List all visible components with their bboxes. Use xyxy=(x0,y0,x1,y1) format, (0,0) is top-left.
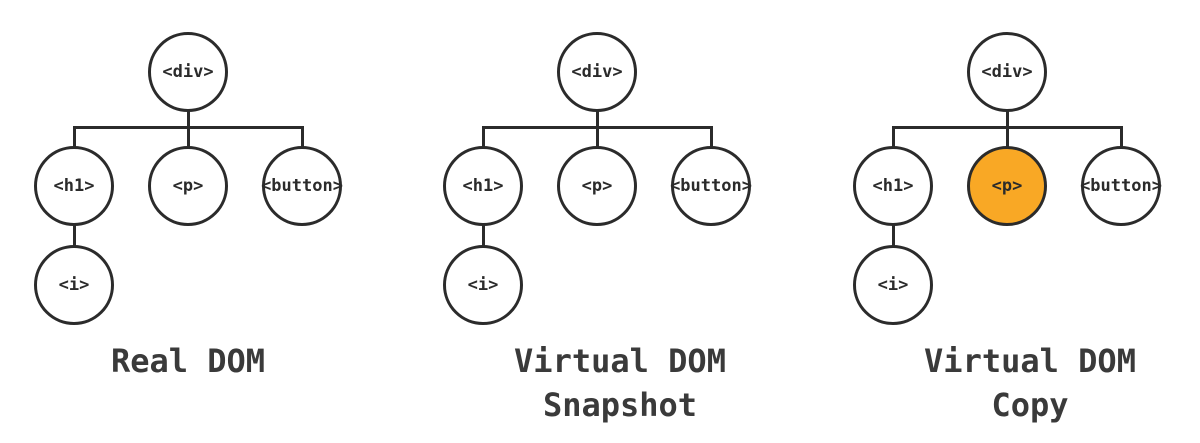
connector-stub-right xyxy=(709,125,713,150)
node-button: <button> xyxy=(1080,146,1162,226)
tree-label-real-dom: Real DOM xyxy=(28,339,348,383)
connector-root-drop xyxy=(1005,110,1009,148)
connector-h1-to-i xyxy=(481,222,485,248)
connector-root-drop xyxy=(595,110,599,148)
connector-horizontal-bar xyxy=(891,125,1123,129)
node-label: <div> xyxy=(162,62,214,82)
node-label: <h1> xyxy=(872,176,914,196)
connector-stub-left xyxy=(891,125,895,150)
node-label: <button> xyxy=(261,176,343,196)
node-p-highlighted: <p> xyxy=(967,146,1047,226)
connector-stub-left xyxy=(481,125,485,150)
node-div: <div> xyxy=(967,32,1047,112)
node-label: <div> xyxy=(571,62,623,82)
node-label: <h1> xyxy=(462,176,504,196)
connector-h1-to-i xyxy=(891,222,895,248)
node-label: <div> xyxy=(981,62,1033,82)
node-label: <i> xyxy=(467,275,499,295)
connector-root-drop xyxy=(186,110,190,148)
node-p: <p> xyxy=(148,146,228,226)
node-button: <button> xyxy=(670,146,752,226)
node-label: <i> xyxy=(877,275,909,295)
node-label: <p> xyxy=(991,176,1023,196)
tree-virtual-dom-copy: <div> <h1> <p> <button> <i> Virtual DOM … xyxy=(847,0,1167,443)
tree-label-line: Real DOM xyxy=(110,342,266,380)
tree-real-dom: <div> <h1> <p> <button> <i> Real DOM xyxy=(28,0,348,443)
node-label: <p> xyxy=(581,176,613,196)
node-label: <button> xyxy=(670,176,752,196)
tree-label-virtual-dom-copy: Virtual DOM Copy xyxy=(870,339,1190,427)
tree-label-virtual-dom-snapshot: Virtual DOM Snapshot xyxy=(460,339,780,427)
tree-virtual-dom-snapshot: <div> <h1> <p> <button> <i> Virtual DOM … xyxy=(437,0,757,443)
connector-stub-right xyxy=(300,125,304,150)
tree-label-line: Virtual DOM xyxy=(514,342,726,380)
connector-horizontal-bar xyxy=(72,125,304,129)
node-button: <button> xyxy=(261,146,343,226)
connector-h1-to-i xyxy=(72,222,76,248)
connector-stub-left xyxy=(72,125,76,150)
node-i: <i> xyxy=(34,245,114,325)
node-div: <div> xyxy=(148,32,228,112)
connector-horizontal-bar xyxy=(481,125,713,129)
node-h1: <h1> xyxy=(443,146,523,226)
node-div: <div> xyxy=(557,32,637,112)
node-h1: <h1> xyxy=(34,146,114,226)
tree-label-line: Virtual DOM xyxy=(924,342,1136,380)
node-p: <p> xyxy=(557,146,637,226)
node-i: <i> xyxy=(853,245,933,325)
node-h1: <h1> xyxy=(853,146,933,226)
tree-label-line: Copy xyxy=(991,386,1069,424)
node-label: <button> xyxy=(1080,176,1162,196)
node-label: <h1> xyxy=(53,176,95,196)
node-label: <i> xyxy=(58,275,90,295)
connector-stub-right xyxy=(1119,125,1123,150)
node-label: <p> xyxy=(172,176,204,196)
tree-label-line: Snapshot xyxy=(542,386,698,424)
node-i: <i> xyxy=(443,245,523,325)
